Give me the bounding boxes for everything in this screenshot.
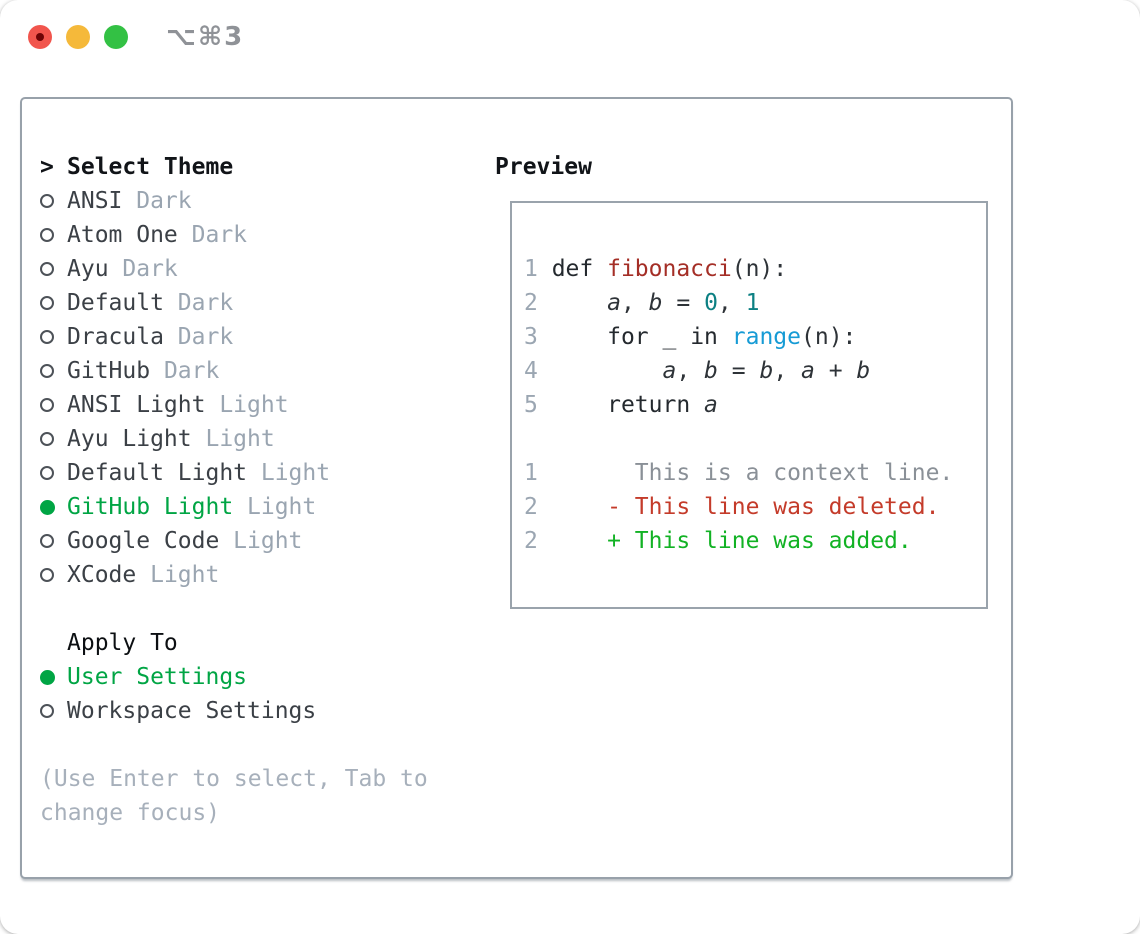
variant-tag: Light	[260, 460, 331, 486]
item-label: GitHub	[67, 358, 151, 384]
variant-tag: Dark	[163, 358, 220, 384]
window-shortcut-label: ⌥⌘3	[166, 22, 245, 52]
preview-column: Preview 1 def fibonacci(n): 2 a, b = 0, 1…	[495, 150, 1011, 877]
theme-option[interactable]: Ayu Light Light	[40, 422, 495, 456]
item-label: ANSI Light	[67, 392, 206, 418]
item-label: Ayu	[67, 256, 109, 282]
code-line: 2 - This line was deleted.	[524, 494, 940, 520]
radio-icon	[40, 228, 54, 242]
theme-option[interactable]: Google Code Light	[40, 524, 495, 558]
radio-icon	[40, 704, 54, 718]
preview-box: 1 def fibonacci(n): 2 a, b = 0, 1 3 for _ …	[510, 201, 988, 609]
theme-option[interactable]: Atom One Dark	[40, 218, 495, 252]
item-label: GitHub Light	[67, 494, 234, 520]
minimize-button[interactable]	[66, 25, 90, 49]
item-label: User Settings	[67, 664, 248, 690]
unsaved-dot-icon	[36, 33, 44, 41]
item-label: Workspace Settings	[67, 698, 317, 724]
radio-selected-icon	[40, 669, 55, 685]
preview-title: Preview	[495, 154, 592, 180]
variant-tag: Dark	[122, 256, 178, 282]
theme-option[interactable]: Ayu Dark	[40, 252, 495, 286]
theme-option[interactable]: XCode Light	[40, 558, 495, 592]
variant-tag: Dark	[177, 290, 234, 316]
titlebar: ⌥⌘3	[0, 0, 1140, 74]
code-line: 4 a, b = b, a + b	[524, 358, 871, 384]
theme-option[interactable]: GitHub Light Light	[40, 490, 495, 524]
theme-option[interactable]: Default Dark	[40, 286, 495, 320]
theme-option[interactable]: Default Light Light	[40, 456, 495, 490]
code-line	[524, 422, 976, 456]
zoom-button[interactable]	[104, 25, 128, 49]
theme-option[interactable]: GitHub Dark	[40, 354, 495, 388]
item-label: Google Code	[67, 528, 220, 554]
radio-icon	[40, 398, 54, 412]
radio-icon	[40, 194, 54, 208]
close-button[interactable]	[28, 25, 52, 49]
variant-tag: Light	[233, 528, 303, 554]
select-theme-header: > Select Theme	[40, 150, 495, 184]
radio-icon	[40, 364, 54, 378]
radio-icon	[40, 296, 54, 310]
item-label: ANSI	[67, 188, 123, 214]
item-label: Ayu Light	[67, 426, 192, 452]
cursor-icon: >	[40, 154, 54, 180]
apply-to-title: Apply To	[67, 630, 178, 656]
code-line: 1 This is a context line.	[524, 460, 954, 486]
variant-tag: Light	[247, 494, 317, 520]
theme-option[interactable]: Dracula Dark	[40, 320, 495, 354]
item-label: Default	[67, 290, 164, 316]
variant-tag: Light	[150, 562, 220, 588]
radio-selected-icon	[40, 499, 55, 515]
theme-option[interactable]: ANSI Dark	[40, 184, 495, 218]
theme-option[interactable]: ANSI Light Light	[40, 388, 495, 422]
radio-icon	[40, 432, 54, 446]
code-line: 5 return a	[524, 392, 718, 418]
item-label: Default Light	[67, 460, 248, 486]
code-line: 3 for _ in range(n):	[524, 324, 857, 350]
radio-icon	[40, 534, 54, 548]
variant-tag: Light	[205, 426, 275, 452]
item-label: Atom One	[67, 222, 178, 248]
code-line: 2 a, b = 0, 1	[524, 290, 760, 316]
code-line: 2 + This line was added.	[524, 528, 912, 554]
code-line: 1 def fibonacci(n):	[524, 256, 788, 282]
item-label: XCode	[67, 562, 137, 588]
keyboard-hint: (Use Enter to select, Tab to change focu…	[40, 766, 428, 826]
apply-option[interactable]: User Settings	[40, 660, 495, 694]
radio-icon	[40, 262, 54, 276]
variant-tag: Dark	[177, 324, 234, 350]
apply-option[interactable]: Workspace Settings	[40, 694, 495, 728]
variant-tag: Dark	[191, 222, 248, 248]
variant-tag: Light	[219, 392, 289, 418]
variant-tag: Dark	[136, 188, 192, 214]
radio-icon	[40, 568, 54, 582]
radio-icon	[40, 330, 54, 344]
radio-icon	[40, 466, 54, 480]
select-theme-title: Select Theme	[67, 154, 234, 180]
item-label: Dracula	[67, 324, 164, 350]
